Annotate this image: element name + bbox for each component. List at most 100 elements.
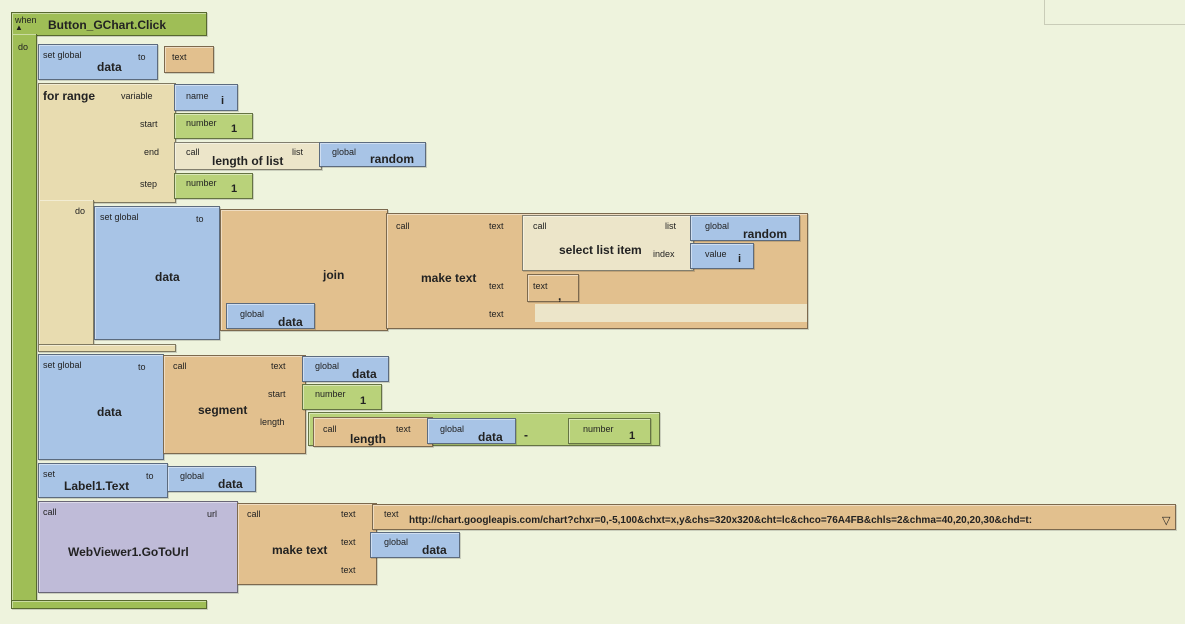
- set-label1-text-block[interactable]: [38, 463, 168, 498]
- segment-start-label: start: [268, 389, 286, 399]
- select-call-label: call: [533, 221, 547, 231]
- length-block[interactable]: [313, 417, 433, 447]
- workspace-corner-panel: [1044, 0, 1185, 25]
- set2-var: data: [97, 405, 122, 419]
- segment-number-value: 1: [360, 395, 367, 407]
- for-start-label: start: [140, 119, 158, 129]
- segment-start-number[interactable]: [302, 384, 382, 410]
- url-text-label: text: [384, 509, 399, 519]
- length-of-list-block[interactable]: [174, 142, 322, 170]
- label-set-label: set: [43, 469, 56, 479]
- label-global-data-block[interactable]: [167, 466, 256, 492]
- length-list-label: list: [292, 147, 303, 157]
- length-global-label: global: [440, 424, 465, 434]
- event-block-button-gchart-click[interactable]: [11, 12, 207, 36]
- select-global-random-block[interactable]: [690, 215, 800, 241]
- segment-length-label: length: [260, 417, 285, 427]
- label-global-data: data: [218, 477, 243, 491]
- select-list-label: list: [665, 221, 676, 231]
- set2-to-label: to: [138, 362, 146, 372]
- webviewer-gotourl-block[interactable]: [38, 501, 238, 593]
- text-block-label: text: [172, 52, 187, 62]
- global-random-value: random: [370, 152, 415, 166]
- set-global-segment-block[interactable]: [38, 354, 164, 460]
- inner-set-var: data: [155, 270, 180, 284]
- url-dropdown-icon[interactable]: ▽: [1162, 515, 1171, 527]
- for-variable-label: variable: [121, 91, 153, 101]
- for-range-block[interactable]: [38, 83, 176, 203]
- global-random-block[interactable]: [319, 142, 426, 167]
- inner-set-label: set global: [100, 212, 139, 222]
- make-text-text3: text: [489, 309, 504, 319]
- label1-text-name: Label1.Text: [64, 479, 130, 493]
- minus-number-label: number: [583, 424, 614, 434]
- for-range-body-left: [38, 200, 94, 348]
- webviewer-name: WebViewer1.GoToUrl: [68, 545, 189, 559]
- start-number-value: 1: [231, 123, 238, 135]
- length-call-label: call: [186, 147, 200, 157]
- length-text-label: text: [396, 424, 411, 434]
- text-block-empty[interactable]: [164, 46, 214, 73]
- set2-set-label: set global: [43, 360, 82, 370]
- minus-operator: -: [524, 428, 528, 442]
- length-call-label: call: [323, 424, 337, 434]
- set-global-var: data: [97, 60, 122, 74]
- length-global-data: data: [478, 430, 503, 444]
- event-title: Button_GChart.Click: [48, 18, 167, 32]
- web-global-data: data: [422, 543, 447, 557]
- url-text-block[interactable]: [372, 504, 1176, 530]
- segment-number-label: number: [315, 389, 346, 399]
- for-end-label: end: [144, 147, 160, 157]
- name-i-block[interactable]: [174, 84, 238, 111]
- select-index-label: index: [653, 249, 675, 259]
- event-block-body: [11, 34, 37, 604]
- value-i-block[interactable]: [690, 243, 754, 269]
- inner-set-global-block[interactable]: [94, 206, 220, 340]
- inner-to-label: to: [196, 214, 204, 224]
- comma-text-label: text: [533, 281, 548, 291]
- join-global-data-block[interactable]: [226, 303, 315, 329]
- name-value: i: [221, 95, 225, 107]
- value-label: value: [705, 249, 727, 259]
- for-range-title: for range: [43, 89, 96, 103]
- select-global-random: random: [743, 227, 788, 241]
- label-to-label: to: [146, 471, 154, 481]
- make-text-text2: text: [489, 281, 504, 291]
- join-global-data: data: [278, 315, 303, 329]
- select-list-item-label: select list item: [559, 243, 642, 257]
- join-global-label: global: [240, 309, 265, 319]
- make-text-call: call: [396, 221, 410, 231]
- minus-number-block[interactable]: [568, 418, 651, 444]
- event-block-footer: [11, 600, 207, 609]
- web-global-data-block[interactable]: [370, 532, 460, 558]
- segment-label: segment: [198, 403, 248, 417]
- global-random-label: global: [332, 147, 357, 157]
- value-i: i: [738, 253, 742, 265]
- for-range-footer: [38, 344, 176, 352]
- length-of-list-label: length of list: [212, 154, 284, 168]
- segment-global-data-block[interactable]: [302, 356, 389, 382]
- length-label: length: [350, 432, 386, 446]
- make-text-text1: text: [489, 221, 504, 231]
- segment-block[interactable]: [163, 355, 306, 454]
- set-global-data-block[interactable]: [38, 44, 158, 80]
- web-url-label: url: [207, 509, 218, 519]
- url-text-value[interactable]: http://chart.googleapis.com/chart?chxr=0…: [409, 515, 1033, 526]
- web-make-text-block[interactable]: [237, 503, 377, 585]
- length-global-data-block[interactable]: [427, 418, 516, 444]
- step-number-value: 1: [231, 183, 238, 195]
- collapse-arrow-icon[interactable]: ▲: [15, 23, 23, 32]
- for-step-label: step: [140, 179, 158, 189]
- comma-text-block[interactable]: [527, 274, 579, 302]
- event-do-label: do: [18, 42, 29, 52]
- start-number-block[interactable]: [174, 113, 253, 139]
- web-text2-label: text: [341, 537, 356, 547]
- select-global-label: global: [705, 221, 730, 231]
- start-number-label: number: [186, 118, 217, 128]
- segment-global-data: data: [352, 367, 377, 381]
- web-text3-label: text: [341, 565, 356, 575]
- segment-call-label: call: [173, 361, 187, 371]
- step-number-block[interactable]: [174, 173, 253, 199]
- segment-global-label: global: [315, 361, 340, 371]
- web-call-label: call: [43, 507, 57, 517]
